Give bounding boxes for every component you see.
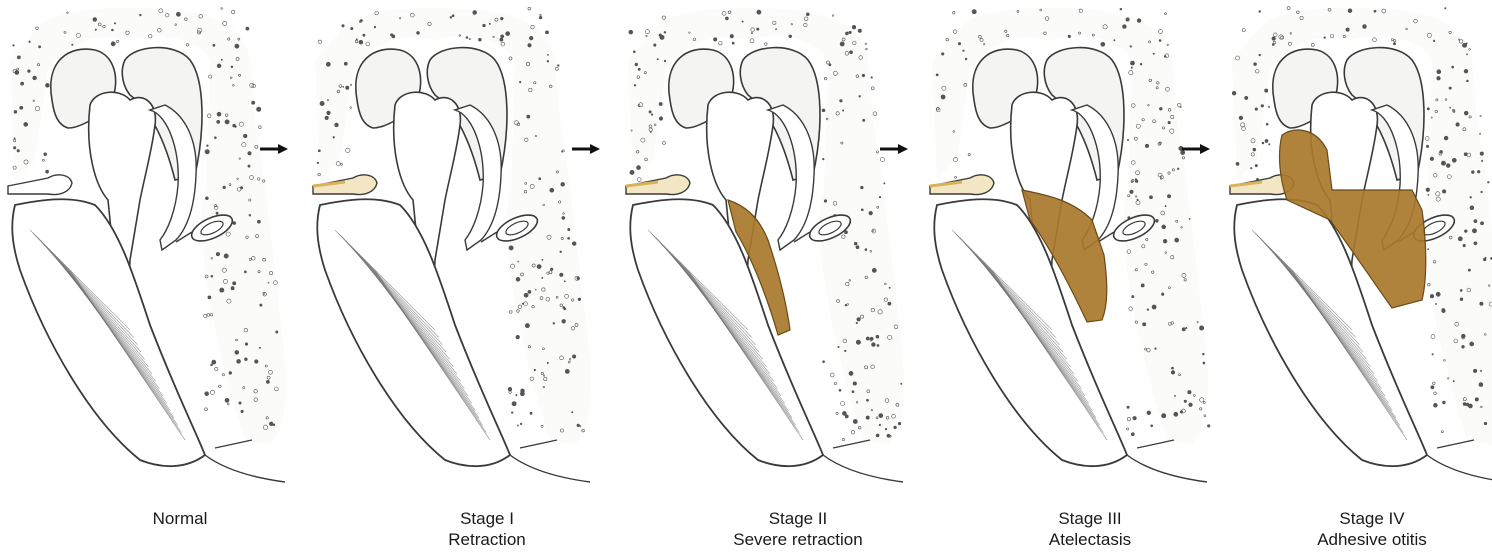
panel-normal: Normal <box>0 0 300 559</box>
stage-subtitle: Retraction <box>357 529 617 550</box>
ear-drawing <box>626 8 904 482</box>
panel-stage-1: Stage I Retraction <box>305 0 605 559</box>
ear-illustration-normal <box>0 0 300 500</box>
ear-illustration-stage-4 <box>1222 0 1492 500</box>
stage-subtitle: Adhesive otitis <box>1242 529 1492 550</box>
stage-title: Normal <box>50 508 310 529</box>
ear-illustration-stage-3 <box>922 0 1222 500</box>
stage-title: Stage III <box>960 508 1220 529</box>
panel-stage-2: Stage II Severe retraction <box>618 0 918 559</box>
ear-drawing <box>930 8 1210 482</box>
ear-drawing <box>313 7 591 482</box>
stage-title: Stage II <box>668 508 928 529</box>
stage-title: Stage I <box>357 508 617 529</box>
caption-normal: Normal <box>50 508 310 529</box>
stage-subtitle: Severe retraction <box>668 529 928 550</box>
stage-subtitle: Atelectasis <box>960 529 1220 550</box>
stage-title: Stage IV <box>1242 508 1492 529</box>
caption-stage-1: Stage I Retraction <box>357 508 617 550</box>
panel-stage-3: Stage III Atelectasis <box>922 0 1222 559</box>
ear-illustration-stage-2 <box>618 0 918 500</box>
progression-arrow-icon <box>878 142 910 156</box>
progression-arrow-icon <box>570 142 602 156</box>
caption-stage-2: Stage II Severe retraction <box>668 508 928 550</box>
chorda-tympani <box>8 175 72 195</box>
ear-illustration-stage-1 <box>305 0 605 500</box>
progression-arrow-icon <box>1180 142 1212 156</box>
ear-drawing <box>8 8 286 482</box>
ear-drawing <box>1230 7 1492 482</box>
caption-stage-3: Stage III Atelectasis <box>960 508 1220 550</box>
progression-arrow-icon <box>258 142 290 156</box>
panel-stage-4: Stage IV Adhesive otitis <box>1222 0 1492 559</box>
caption-stage-4: Stage IV Adhesive otitis <box>1242 508 1492 550</box>
